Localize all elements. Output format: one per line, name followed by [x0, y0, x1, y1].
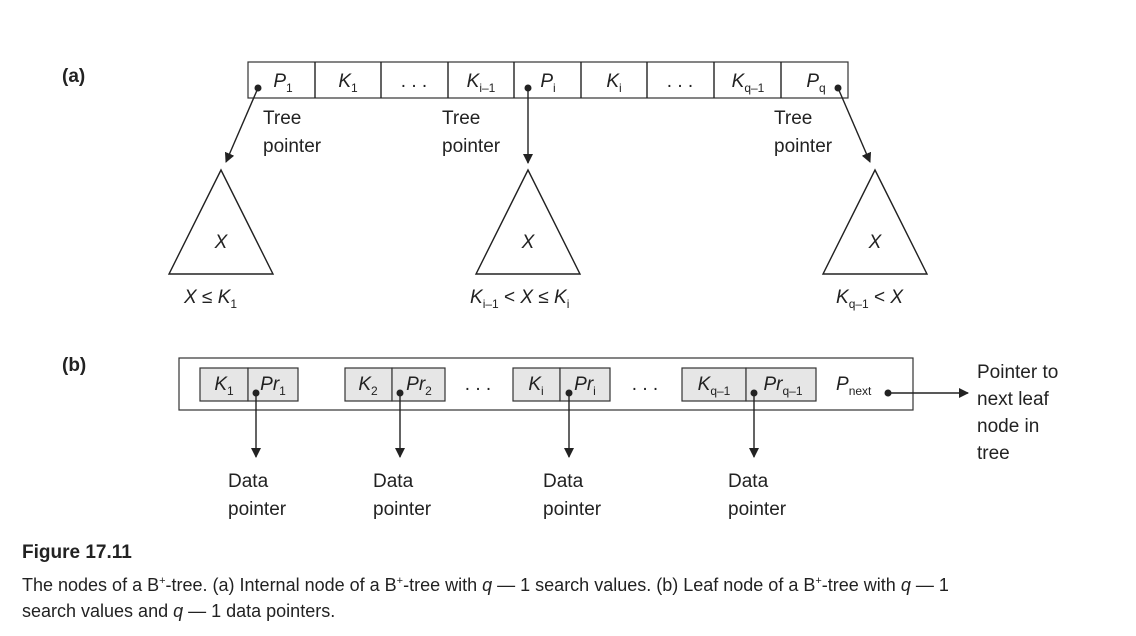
part-b-label: (b): [62, 355, 86, 376]
figure-title: Figure 17.11: [22, 542, 132, 563]
leaf-ellipsis-1: . . .: [465, 374, 491, 395]
leaf-pr-i: Pri: [574, 374, 596, 398]
part-a-label: (a): [62, 66, 85, 87]
condition-2: Ki–1 < X ≤ Ki: [470, 287, 569, 311]
cell-ki-1: Ki–1: [467, 71, 496, 95]
internal-node-box: [247, 61, 849, 99]
leaf-pr-2: Pr2: [406, 374, 432, 398]
cell-ellipsis-1: . . .: [401, 71, 427, 92]
subtree-triangle-1: [167, 168, 275, 275]
cell-pq: Pq: [806, 71, 825, 95]
leaf-next-pointer-label: Pnext: [836, 374, 872, 398]
tree-pointer-arrow-1: [224, 87, 259, 163]
cell-kq-1: Kq–1: [732, 71, 765, 95]
cell-ellipsis-2: . . .: [667, 71, 693, 92]
figure-caption-text: The nodes of a B+-tree. (a) Internal nod…: [22, 575, 949, 621]
subtree-label-3: X: [868, 232, 883, 253]
figure-caption: Figure 17.11 The nodes of a B+-tree. (a)…: [22, 542, 1122, 624]
leaf-ellipsis-2: . . .: [632, 374, 658, 395]
internal-node: P1 K1 . . . Ki–1 Pi Ki . . . Kq–1 Pq Tre…: [167, 61, 929, 311]
cell-k1: K1: [338, 71, 358, 95]
subtree-label-1: X: [214, 232, 229, 253]
leaf-key-q-1: Kq–1: [698, 374, 731, 398]
subtree-triangle-3: [821, 168, 929, 275]
subtree-triangle-2: [474, 168, 582, 275]
subtree-label-2: X: [521, 232, 536, 253]
leaf-pr-1: Pr1: [260, 374, 286, 398]
condition-3: Kq–1 < X: [836, 287, 904, 311]
cell-pi: Pi: [540, 71, 555, 95]
leaf-node: K1 Pr1 K2 Pr2 Ki Pri Kq–1 Prq–1 . . . . …: [178, 357, 1058, 520]
cell-ki: Ki: [606, 71, 621, 95]
leaf-key-2: K2: [358, 374, 378, 398]
cell-p1: P1: [273, 71, 293, 95]
leaf-key-1: K1: [214, 374, 234, 398]
tree-pointer-arrow-3: [837, 87, 872, 163]
leaf-key-i: Ki: [528, 374, 543, 398]
leaf-pr-q-1: Prq–1: [763, 374, 802, 398]
condition-1: X ≤ K1: [183, 287, 237, 311]
